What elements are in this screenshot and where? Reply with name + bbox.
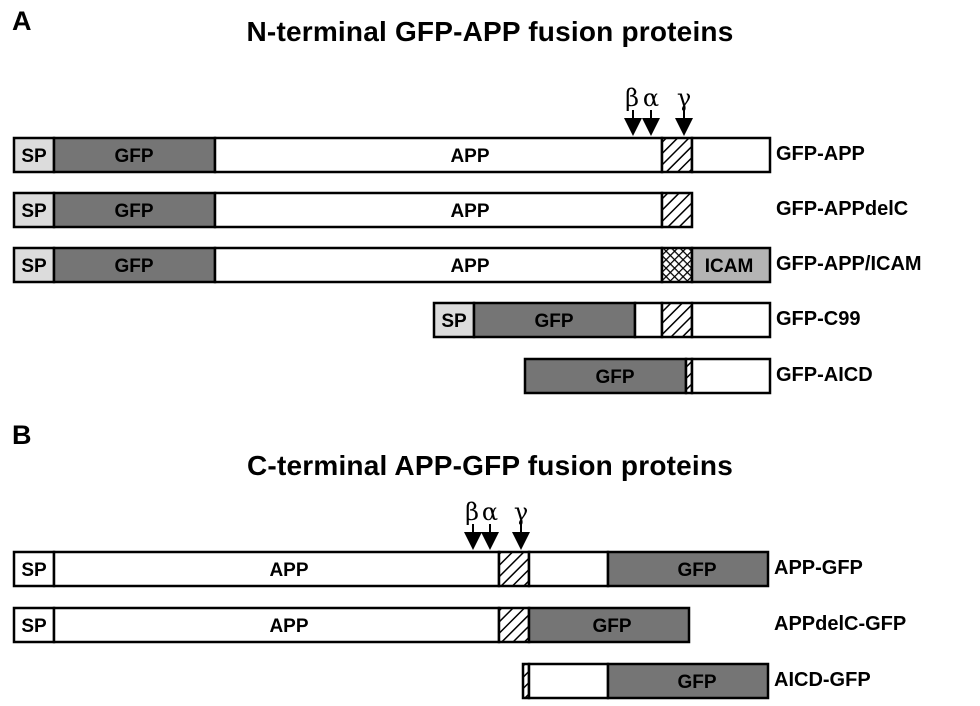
sp-label: SP — [21, 146, 47, 167]
app-label: APP — [450, 146, 489, 167]
gfp-segment — [523, 357, 688, 395]
cytoplasmic-segment — [527, 662, 610, 700]
transmembrane-segment — [660, 301, 694, 339]
cytoplasmic-segment — [690, 357, 772, 395]
construct-aicd-gfp: GFP — [521, 662, 770, 700]
beta-site-label: β — [625, 84, 639, 112]
gfp-label: GFP — [534, 311, 573, 332]
panel-b-letter: B — [12, 420, 32, 450]
gfp-label: GFP — [114, 201, 153, 222]
panel-b-title: C-terminal APP-GFP fusion proteins — [247, 450, 733, 481]
panel-b-cleavage-sites: β α γ — [464, 498, 530, 550]
icam-segment — [690, 246, 772, 284]
transmembrane-segment — [497, 550, 531, 588]
construct-gfp-app: SP GFP APP — [12, 136, 772, 174]
sp-label: SP — [21, 560, 47, 581]
gfp-label: GFP — [114, 256, 153, 277]
app-segment — [213, 136, 664, 174]
construct-label-gfp-appdelc: GFP-APPdelC — [776, 198, 909, 220]
app-segment — [213, 246, 664, 284]
beta-site-label: β — [465, 498, 479, 526]
beta-arrow-icon — [464, 524, 482, 550]
gfp-label: GFP — [677, 672, 716, 693]
gfp-segment — [52, 246, 217, 284]
construct-gfp-appdelc: SP GFP APP — [12, 191, 694, 229]
construct-gfp-app-icam: SP GFP APP ICAM — [12, 246, 772, 284]
sp-label: SP — [21, 616, 47, 637]
panel-a-cleavage-sites: β α γ — [624, 84, 693, 136]
alpha-site-label: α — [482, 498, 498, 526]
gfp-label: GFP — [677, 560, 716, 581]
construct-appdelc-gfp: SP APP GFP — [12, 606, 691, 644]
beta-arrow-icon — [624, 110, 642, 136]
alpha-arrow-icon — [642, 110, 660, 136]
sp-segment — [12, 246, 56, 284]
transmembrane-segment — [660, 191, 694, 229]
gamma-arrow-icon — [675, 110, 693, 136]
cytoplasmic-segment — [527, 550, 610, 588]
icam-transmembrane-segment — [660, 246, 694, 284]
construct-label-aicd-gfp: AICD-GFP — [774, 669, 871, 691]
alpha-site-label: α — [643, 84, 659, 112]
gamma-site-label: γ — [514, 498, 528, 526]
construct-label-gfp-c99: GFP-C99 — [776, 308, 861, 330]
construct-gfp-aicd: GFP — [523, 357, 772, 395]
sp-segment — [12, 136, 56, 174]
app-segment — [213, 191, 664, 229]
icam-label: ICAM — [705, 256, 754, 277]
cytoplasmic-segment — [690, 301, 772, 339]
panel-a-letter: A — [12, 6, 32, 36]
construct-gfp-c99: SP GFP — [432, 301, 772, 339]
sp-label: SP — [21, 201, 47, 222]
construct-label-gfp-app: GFP-APP — [776, 143, 865, 165]
app-segment — [52, 606, 501, 644]
app-label: APP — [450, 256, 489, 277]
sp-label: SP — [21, 256, 47, 277]
gamma-arrow-icon — [512, 524, 530, 550]
transmembrane-segment — [497, 606, 531, 644]
alpha-arrow-icon — [481, 524, 499, 550]
app-ectodomain-segment — [633, 301, 664, 339]
gfp-segment — [527, 606, 691, 644]
cytoplasmic-segment — [690, 136, 772, 174]
gfp-label: GFP — [595, 367, 634, 388]
construct-app-gfp: SP APP GFP — [12, 550, 770, 588]
sp-label: SP — [441, 311, 467, 332]
gfp-label: GFP — [592, 616, 631, 637]
construct-label-app-gfp: APP-GFP — [774, 557, 863, 579]
construct-label-appdelc-gfp: APPdelC-GFP — [774, 613, 907, 635]
construct-label-gfp-aicd: GFP-AICD — [776, 364, 873, 386]
app-label: APP — [269, 616, 308, 637]
gfp-label: GFP — [114, 146, 153, 167]
gfp-segment — [606, 550, 770, 588]
app-label: APP — [269, 560, 308, 581]
sp-segment — [432, 301, 476, 339]
construct-label-gfp-app-icam: GFP-APP/ICAM — [776, 253, 922, 275]
gfp-segment — [606, 662, 770, 700]
app-label: APP — [450, 201, 489, 222]
gamma-site-label: γ — [677, 84, 691, 112]
transmembrane-segment — [660, 136, 694, 174]
panel-a-title: N-terminal GFP-APP fusion proteins — [246, 16, 734, 47]
